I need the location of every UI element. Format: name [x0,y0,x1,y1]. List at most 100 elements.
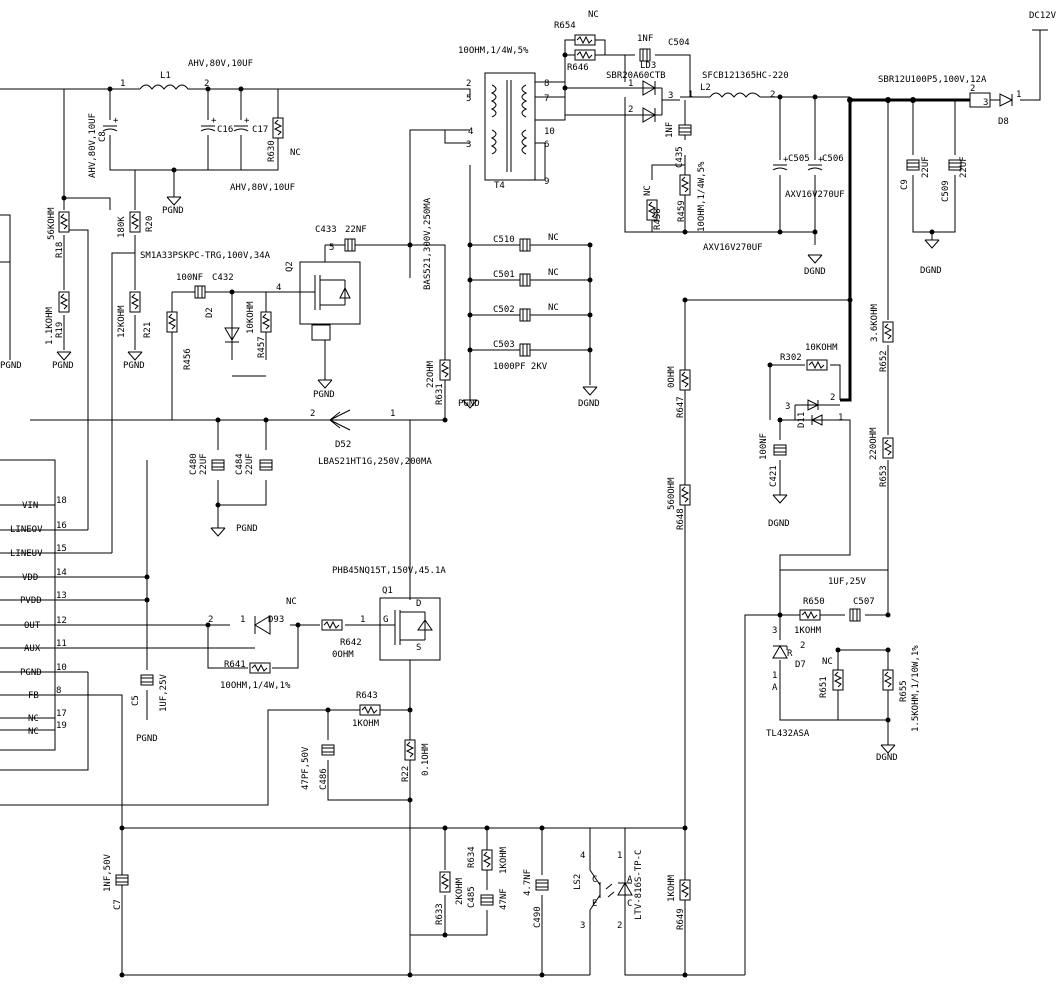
label-r302-val: 10KOHM [805,343,838,353]
resistor-r18 [58,211,70,233]
resistor-r630 [272,117,284,139]
svg-text:VDD: VDD [22,573,38,583]
ground-symbol [807,254,823,264]
label-bas521: BAS521,300V,250MA [423,197,433,290]
svg-text:15: 15 [56,544,67,554]
pin-label: 1 [628,79,633,89]
label-nc: NC [588,10,599,20]
resistor-r653 [882,437,894,459]
label-lbas: LBAS21HT1G,250V,200MA [318,457,432,467]
pin-label: 10 [544,127,555,137]
pin-label: 3 [668,91,673,101]
dual-diode-d11 [794,399,840,426]
label-r21-val: 12KOHM [117,305,127,338]
label-c5-val: 1UF,25V [159,673,169,712]
label-r652-val: 3.6KOHM [870,303,880,342]
label-ld3: LD3 [640,61,656,71]
resistor-r457 [260,311,272,333]
pin-label: 3 [466,140,471,150]
resistor-r456 [166,311,178,333]
pin-label: 2 [970,84,975,94]
label-r648-val: 560OHM [667,477,677,510]
pin-label: 2 [310,409,315,419]
label-nc: NC [286,597,297,607]
label-c9: C9 [900,179,910,190]
label-c509: C509 [941,180,951,202]
capacitor-c485 [480,894,494,906]
label-tl432: TL432ASA [766,729,810,739]
capacitor-c5 [140,674,154,686]
label-l1: L1 [160,71,171,81]
label-r634-val: 1KOHM [499,846,509,874]
label-r22: R22 [401,766,411,782]
label-r459-val: 10OHM,1/4W,5% [697,161,707,232]
label-c433: C433 [315,225,337,235]
capacitor-c507 [849,608,861,622]
label-r18: R18 [55,242,65,258]
capacitor-c502 [519,308,531,322]
capacitor-c435 [678,124,692,136]
ground-symbol [166,196,182,206]
svg-text:8: 8 [56,686,61,696]
resistor-r646 [574,49,596,61]
capacitor-c421 [773,444,787,456]
label-sfcb: SFCB121365HC-220 [702,71,789,81]
label-c480-val: 22UF [199,453,209,475]
pin-label: 2 [204,79,209,89]
mosfet-q1 [379,597,441,661]
pin-label: 1 [617,851,622,861]
capacitor-c480 [211,459,225,471]
pin-label: 2 [800,641,805,651]
label-c510: C510 [493,235,515,245]
label-ahv-bottom: AHV,80V,10UF [230,183,295,193]
label-r652: R652 [879,350,889,372]
resistor-r655 [882,669,894,691]
label-r633-val: 2KOHM [455,877,465,905]
label-dc12v: DC12V [1029,11,1057,21]
resistor-r654 [574,34,596,46]
resistor-r302 [806,359,828,371]
label-r649: R649 [676,908,686,930]
label-c485: C485 [467,886,477,908]
pin-label: 3 [983,98,988,108]
label-c506: C506 [822,154,844,164]
label-c486: C486 [319,768,329,790]
pin-label: 2 [208,615,213,625]
label-c490: C490 [533,906,543,928]
label-r642-val: 0OHM [332,650,354,660]
resistor-r641 [249,662,271,674]
capacitor-c510 [519,238,531,252]
capacitor-c9 [906,159,920,171]
label-r634: R634 [467,846,477,868]
pin-label: 1 [390,409,395,419]
pin-label: 1 [360,615,365,625]
label-c509-val: 22UF [959,156,969,178]
label-r655: R655 [899,680,909,702]
pin-label: 2 [617,921,622,931]
label-r459: R459 [677,200,687,222]
label-t4: T4 [494,181,505,191]
label-r18-val: 56KOHM [47,207,57,240]
ground-symbol [56,351,72,361]
svg-text:14: 14 [56,568,67,578]
label-r22-val: 0.1OHM [421,743,431,776]
label-r630: R630 [267,140,277,162]
pin-label: 4 [276,283,281,293]
label-c8: C8 [98,131,108,142]
pin-label: 5 [329,243,334,253]
pin-label: 1 [120,79,125,89]
label-r631-val: 22OHM [426,360,436,388]
label-c435: C435 [675,146,685,168]
label-d11: D11 [797,412,807,428]
label-r457: R457 [257,336,267,358]
pin-label: 3 [580,921,585,931]
label-r21: R21 [143,322,153,338]
label-opto-a: A [627,875,633,885]
pin-label: 2 [830,393,835,403]
label-c7-val: 1NF,50V [103,853,113,892]
resistor-r20 [129,211,141,233]
resistor-r633 [439,871,451,893]
label-axv2: AXV16V270UF [703,243,763,253]
